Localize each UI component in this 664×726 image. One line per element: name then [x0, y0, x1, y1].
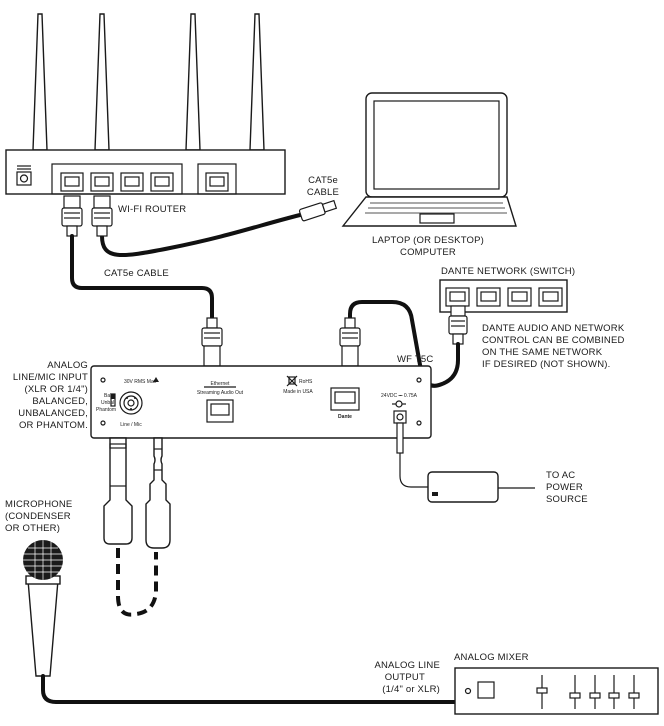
label-device-name: WF T5C [397, 354, 433, 365]
label-ac-power-1: TO AC [546, 470, 575, 481]
xlr-combo-jack-icon [119, 391, 143, 415]
switch-phantom: Phantom [96, 407, 116, 413]
label-analog-input-2: LINE/MIC INPUT [13, 372, 88, 383]
label-analog-input-5: UNBALANCED, [18, 408, 88, 419]
microphone [23, 540, 63, 677]
label-cat5e-cable-top-2: CABLE [307, 187, 339, 198]
made-in-usa: Made in USA [283, 389, 313, 395]
label-analog-mixer: ANALOG MIXER [454, 652, 529, 663]
label-analog-input-4: BALANCED, [32, 396, 88, 407]
dc-cord [399, 453, 428, 488]
switch-bal: Bal [104, 393, 111, 399]
warning-icon [153, 377, 159, 382]
dashed-cable-optional [116, 548, 158, 617]
cable-router-to-device [70, 234, 214, 320]
label-dante-note-2: CONTROL CAN BE COMBINED [482, 335, 625, 346]
ac-power-adapter [427, 471, 499, 503]
label-ac-power-2: POWER [546, 482, 583, 493]
dante-logo: Dante [338, 414, 352, 420]
label-wifi-router: WI-FI ROUTER [118, 204, 186, 215]
router-antennas [32, 13, 265, 151]
power-rating: 24VDC ⎓ 0.75A [381, 393, 418, 399]
label-laptop-line1: LAPTOP (OR DESKTOP) [372, 235, 484, 246]
wf-t5c-device: 30V RMS Max Bal Unbal Phantom Line / Mic… [90, 365, 432, 439]
laptop-computer [341, 92, 517, 227]
rj45-port-icon [206, 399, 234, 423]
label-dante-switch: DANTE NETWORK (SWITCH) [441, 266, 575, 277]
label-analog-output-3: (1/4" or XLR) [382, 684, 440, 695]
rj45-plug-laptop [298, 199, 338, 222]
label-laptop-line2: COMPUTER [400, 247, 456, 258]
rohs-label: RoHS [299, 379, 313, 385]
input-rating: 30V RMS Max [124, 379, 157, 385]
label-analog-input-6: OR PHANTOM. [19, 420, 88, 431]
eth-sub: Streaming Audio Out [197, 390, 244, 396]
rj45-plug-switch [448, 305, 468, 345]
label-dante-note-4: IF DESIRED (NOT SHOWN). [482, 359, 610, 370]
dante-switch [439, 279, 568, 313]
cable-device-to-switch [348, 300, 460, 388]
dc-polarity-icon [392, 400, 406, 408]
label-analog-output-2: OUTPUT [385, 672, 425, 683]
dc-plug [396, 422, 404, 454]
xlr-connector [103, 437, 133, 545]
rj45-plug-device-left [201, 317, 223, 367]
analog-mixer [454, 667, 659, 715]
label-ac-power-3: SOURCE [546, 494, 588, 505]
label-microphone-3: OR OTHER) [5, 523, 60, 534]
cable-mic-to-mixer [41, 674, 457, 704]
wifi-router [5, 13, 286, 195]
label-analog-input-1: ANALOG [47, 360, 88, 371]
rohs-bin-icon [286, 375, 298, 387]
label-microphone-2: (CONDENSER [5, 511, 71, 522]
label-analog-output-1: ANALOG LINE [374, 660, 440, 671]
input-type: Line / Mic [120, 422, 142, 428]
label-cat5e-cable-top-1: CAT5e [308, 175, 338, 186]
trs-connector [145, 437, 171, 549]
rj45-plug-device-right [339, 317, 361, 367]
label-dante-note-3: ON THE SAME NETWORK [482, 347, 603, 358]
label-microphone-1: MICROPHONE [5, 499, 72, 510]
cable-router-to-laptop [100, 213, 302, 258]
label-analog-input-3: (XLR OR 1/4") [24, 384, 88, 395]
rj45-plugs-router [61, 195, 113, 237]
eth-header: Ethernet [211, 381, 231, 387]
label-cat5e-cable-left: CAT5e CABLE [104, 268, 169, 279]
switch-unbal: Unbal [101, 400, 114, 406]
label-dante-note-1: DANTE AUDIO AND NETWORK [482, 323, 625, 334]
